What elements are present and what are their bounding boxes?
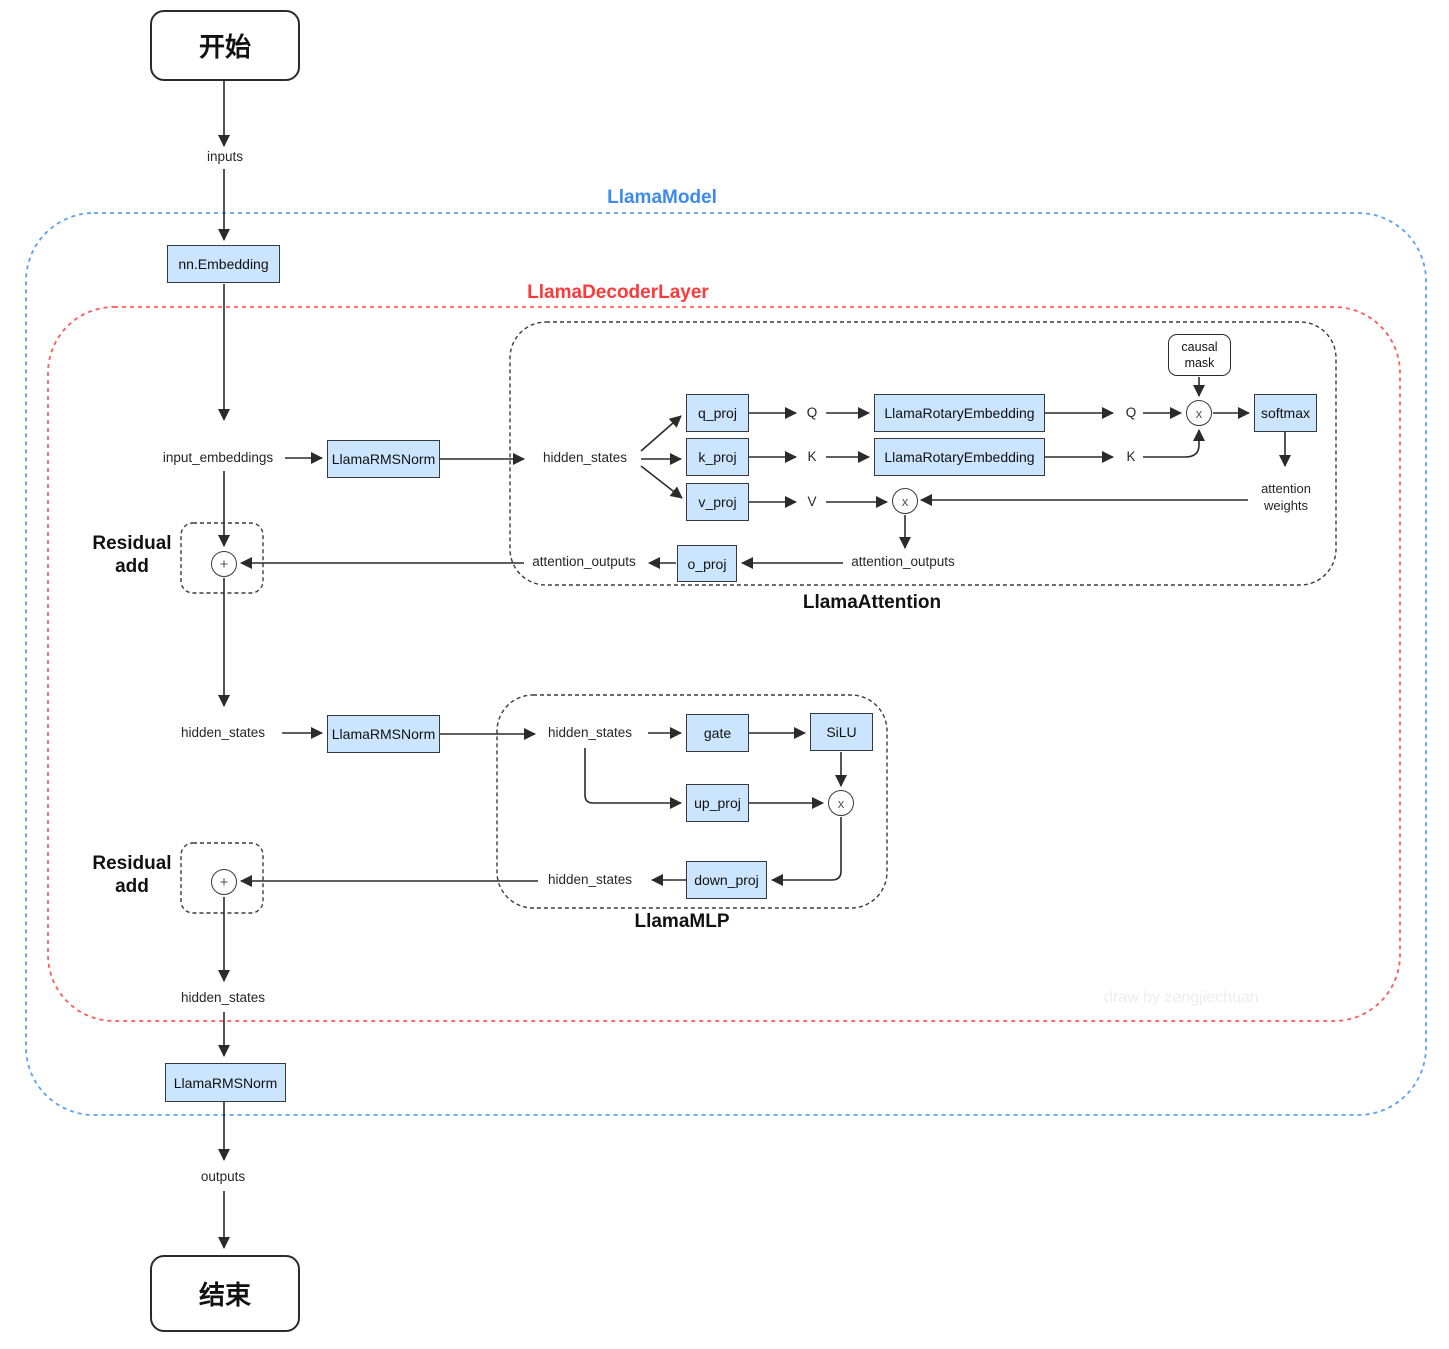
q-proj-block: q_proj (686, 394, 749, 432)
k-proj-block: k_proj (686, 438, 749, 476)
llama-attention-title: LlamaAttention (802, 592, 942, 613)
edge-multmlp-downproj (771, 817, 842, 886)
llama-mlp-container (496, 694, 888, 909)
hidden-states-label-mlp-in: hidden_states (547, 725, 633, 740)
silu-block: SiLU (810, 713, 873, 751)
input-embeddings-label: input_embeddings (162, 450, 274, 465)
v-label-1: V (807, 494, 817, 509)
residual-add-box-2 (180, 842, 264, 914)
residual-add-label-2: Residual add (92, 853, 172, 897)
hidden-states-label-bottom: hidden_states (180, 990, 266, 1005)
hidden-states-label-attention: hidden_states (542, 450, 628, 465)
watermark: draw by zengjiechuan (1104, 989, 1259, 1006)
edge-hidden-states-upproj (584, 748, 682, 809)
llama-decoder-layer-container (47, 306, 1401, 1022)
llama-model-container (25, 212, 1427, 1116)
q-label-2: Q (1125, 405, 1137, 420)
down-proj-block: down_proj (686, 861, 767, 899)
gate-block: gate (686, 714, 749, 752)
v-proj-block: v_proj (686, 483, 749, 521)
llama-attention-container (509, 321, 1337, 586)
edge-hidden-states-vproj (640, 465, 683, 499)
attention-outputs-label-right: attention_outputs (851, 554, 955, 569)
causal-mask-block: causal mask (1168, 334, 1231, 376)
residual-add-label-1: Residual add (92, 533, 172, 577)
multiply-operator-v: x (892, 488, 918, 514)
llama-decoder-layer-title: LlamaDecoderLayer (527, 282, 709, 303)
softmax-block: softmax (1254, 394, 1317, 432)
hidden-states-label-mlp-out: hidden_states (547, 872, 633, 887)
add-operator-1: + (211, 551, 237, 577)
o-proj-block: o_proj (677, 545, 737, 582)
add-operator-2: + (211, 869, 237, 895)
llama-mlp-title: LlamaMLP (634, 911, 730, 932)
rmsnorm-block-1: LlamaRMSNorm (327, 440, 440, 478)
llama-model-title: LlamaModel (607, 187, 717, 208)
end-node: 结束 (150, 1255, 300, 1332)
multiply-operator-mlp: x (828, 790, 854, 816)
residual-add-box-1 (180, 522, 264, 594)
rotary-embedding-block-1: LlamaRotaryEmbedding (874, 394, 1045, 432)
multiply-operator-qk: x (1186, 400, 1212, 426)
k-label-2: K (1126, 449, 1136, 464)
inputs-label: inputs (206, 149, 244, 164)
rmsnorm-block-2: LlamaRMSNorm (327, 715, 440, 753)
edge-k2-multqk (1143, 429, 1205, 458)
start-node: 开始 (150, 10, 300, 81)
k-label-1: K (807, 449, 817, 464)
up-proj-block: up_proj (686, 784, 749, 822)
outputs-label: outputs (200, 1169, 246, 1184)
attention-weights-label: attention weights (1261, 481, 1311, 513)
rotary-embedding-block-2: LlamaRotaryEmbedding (874, 438, 1045, 476)
attention-outputs-label-left: attention_outputs (532, 554, 636, 569)
rmsnorm-block-3: LlamaRMSNorm (165, 1063, 286, 1102)
hidden-states-label-mlp-left: hidden_states (180, 725, 266, 740)
edge-hidden-states-qproj (640, 415, 682, 452)
q-label-1: Q (806, 405, 818, 420)
embedding-block: nn.Embedding (167, 245, 280, 283)
